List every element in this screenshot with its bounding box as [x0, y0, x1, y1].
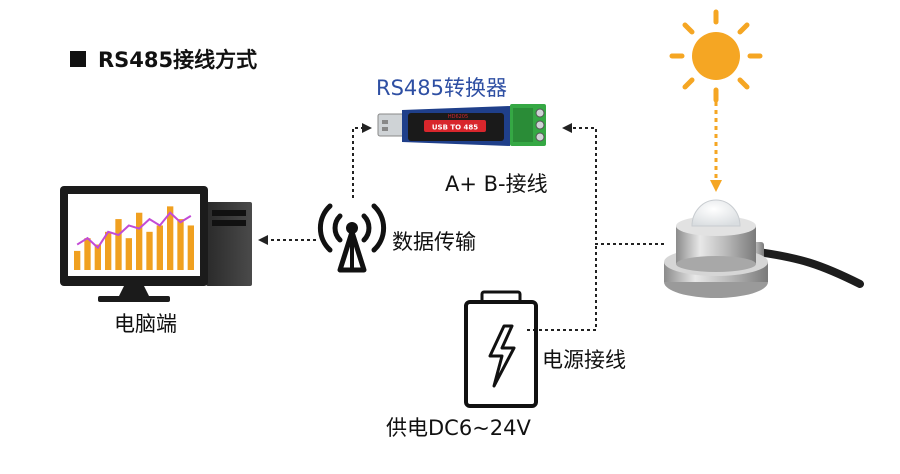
light-sensor-icon [664, 199, 864, 298]
monitor-bar [136, 212, 143, 270]
computer-label: 电脑端 [114, 312, 177, 336]
monitor-bar [125, 238, 132, 270]
power-to-line [527, 244, 597, 331]
monitor-bar [94, 244, 101, 270]
monitor-bar [115, 219, 122, 270]
monitor-bar [167, 206, 174, 270]
computer-icon [60, 186, 252, 302]
monitor-chart [74, 206, 194, 270]
monitor-bar [187, 225, 194, 270]
monitor-line [76, 211, 192, 250]
converter-model-text: HD6205 [448, 114, 468, 120]
monitor-bar [105, 231, 112, 270]
transmission-label: 数据传输 [392, 230, 476, 254]
wiring-label: A+ B-接线 [445, 172, 548, 196]
power-supply-label: 供电DC6~24V [386, 416, 531, 440]
antenna-icon [317, 203, 387, 273]
rs485-converter: USB TO 485 HD6205 [377, 104, 546, 146]
diagram-title: RS485接线方式 [70, 44, 257, 74]
converter-to-sensor-line [562, 123, 664, 245]
converter-body-text: USB TO 485 [432, 124, 478, 132]
monitor-bar [156, 225, 163, 270]
monitor-bar [74, 250, 81, 270]
monitor-bar [146, 231, 153, 270]
title-text: RS485接线方式 [98, 48, 258, 72]
sun-icon [669, 9, 763, 103]
title-bullet-icon [70, 51, 86, 67]
power-wiring-label: 电源接线 [542, 348, 626, 372]
battery-icon [464, 290, 538, 408]
connector-lines [258, 102, 722, 331]
antenna-to-converter-line [352, 123, 372, 198]
monitor-bar [84, 238, 91, 270]
monitor-bar [177, 219, 184, 270]
converter-title: RS485转换器 [376, 76, 508, 100]
